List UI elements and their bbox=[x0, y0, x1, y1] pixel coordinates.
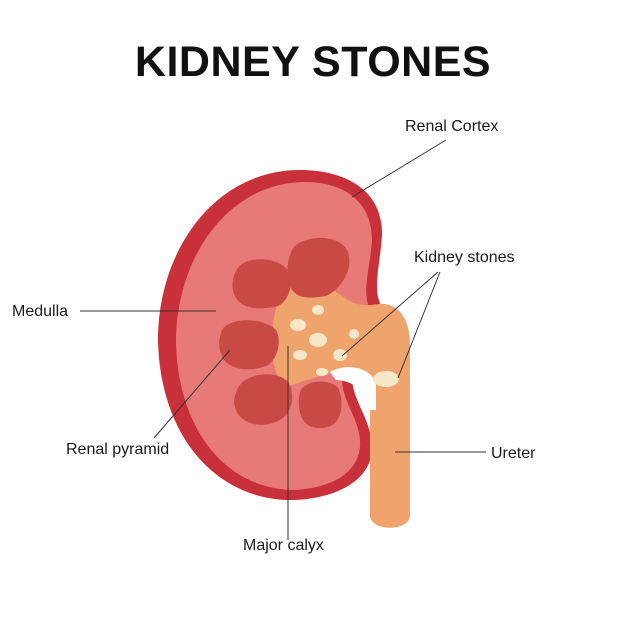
kidney-stone bbox=[293, 350, 307, 360]
label-kidney-stones: Kidney stones bbox=[414, 249, 515, 266]
label-renal-pyramid: Renal pyramid bbox=[66, 441, 169, 458]
label-major-calyx: Major calyx bbox=[243, 537, 324, 554]
leader-line-stones-a bbox=[341, 271, 439, 357]
kidney-stone bbox=[349, 329, 359, 339]
renal-pyramid bbox=[287, 237, 350, 298]
diagram-title: KIDNEY STONES bbox=[134, 38, 492, 86]
label-ureter: Ureter bbox=[491, 445, 536, 462]
label-renal-cortex: Renal Cortex bbox=[405, 118, 498, 135]
leader-line-stones-b bbox=[397, 271, 441, 379]
renal-pelvis bbox=[272, 282, 410, 528]
renal-pyramid bbox=[234, 374, 293, 425]
leader-line-renal-cortex bbox=[351, 139, 447, 198]
kidney-stone bbox=[312, 305, 324, 315]
hilum-gap bbox=[330, 367, 376, 410]
label-medulla: Medulla bbox=[12, 303, 68, 320]
renal-pyramid bbox=[298, 381, 342, 429]
kidney-stone bbox=[316, 368, 328, 376]
renal-pyramid bbox=[232, 259, 291, 309]
kidney-stone bbox=[333, 349, 347, 361]
kidney-stone bbox=[309, 333, 327, 347]
renal-pyramid bbox=[219, 320, 279, 370]
leader-line-renal-pyramid bbox=[153, 349, 231, 439]
kidney-stone bbox=[373, 371, 399, 387]
kidney-stone bbox=[290, 319, 306, 331]
